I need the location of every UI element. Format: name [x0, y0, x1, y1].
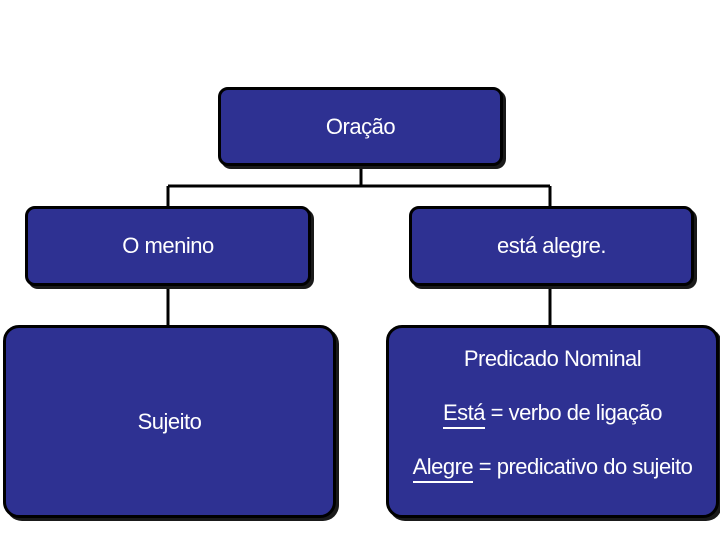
- node-subject-role-label: Sujeito: [137, 408, 202, 434]
- node-predicate-phrase: está alegre.: [409, 206, 694, 286]
- node-oracao-label: Oração: [325, 113, 396, 139]
- node-subject-role: Sujeito: [3, 325, 336, 518]
- predicate-term-esta: Está: [442, 400, 486, 429]
- predicate-term-alegre: Alegre: [412, 454, 474, 483]
- predicate-title: Predicado Nominal: [463, 346, 642, 371]
- predicate-definition-esta: = verbo de ligação: [485, 400, 663, 425]
- node-subject-phrase-label: O menino: [122, 233, 214, 258]
- node-predicate-phrase-label: está alegre.: [497, 233, 606, 258]
- predicate-line-verb: Está = verbo de ligação: [389, 400, 716, 429]
- node-subject-phrase: O menino: [25, 206, 311, 286]
- predicate-line-predicative: Alegre = predicativo do sujeito: [389, 454, 716, 483]
- node-oracao: Oração: [218, 87, 503, 166]
- node-predicate-role: Predicado Nominal Está = verbo de ligaçã…: [386, 325, 719, 518]
- predicate-definition-alegre: = predicativo do sujeito: [473, 454, 693, 479]
